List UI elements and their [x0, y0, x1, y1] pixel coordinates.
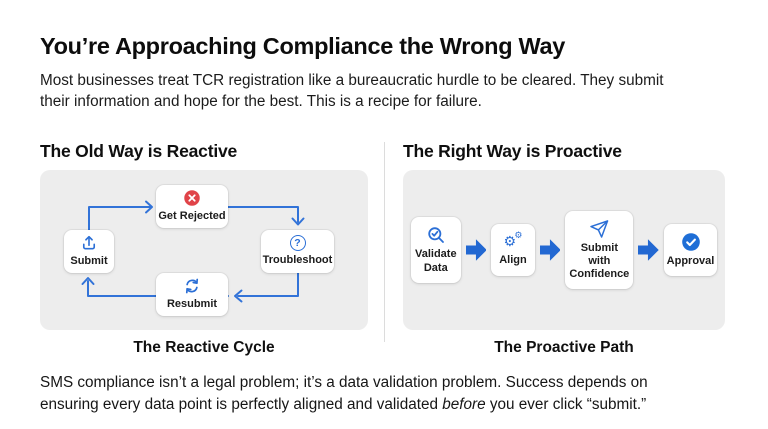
gear-glyph-small: ⚙ — [514, 231, 523, 242]
right-way-heading: The Right Way is Proactive — [403, 141, 622, 161]
question-glyph: ? — [294, 237, 301, 250]
reactive-cycle-panel: Submit Get Rejected ? Troubleshoot — [40, 170, 368, 330]
paper-plane-icon — [590, 219, 609, 238]
proactive-flow: Validate Data ⚙ ⚙ Align — [403, 170, 725, 330]
right-way-caption: The Proactive Path — [494, 339, 634, 356]
flow-arrow-icon — [465, 239, 487, 261]
upload-icon — [82, 236, 96, 250]
cycle-node-label: Submit — [70, 255, 108, 268]
step-label: Submit with Confidence — [569, 241, 630, 281]
step-submit-with-confidence: Submit with Confidence — [565, 210, 634, 290]
cycle-node-label: Resubmit — [166, 298, 218, 311]
refresh-icon — [185, 278, 199, 294]
subtitle-line-1: Most businesses treat TCR registration l… — [40, 72, 664, 89]
page-subtitle: Most businesses treat TCR registration l… — [40, 70, 664, 112]
step-label: Align — [499, 254, 527, 267]
column-divider — [384, 142, 385, 342]
cycle-node-get-rejected: Get Rejected — [156, 185, 228, 228]
page-title: You’re Approaching Compliance the Wrong … — [40, 33, 566, 59]
x-circle-icon — [184, 190, 200, 207]
step-validate-data: Validate Data — [411, 217, 461, 283]
check-circle-icon — [681, 233, 700, 251]
step-align: ⚙ ⚙ Align — [491, 224, 535, 276]
cycle-node-resubmit: Resubmit — [156, 273, 228, 316]
cycle-node-label: Troubleshoot — [262, 254, 333, 267]
footer-italic-word: before — [442, 395, 486, 413]
old-way-heading: The Old Way is Reactive — [40, 141, 238, 161]
step-approval: Approval — [664, 223, 718, 277]
footer-line-2-tail: you ever click “submit.” — [485, 395, 647, 413]
footer-line-2-lead: ensuring every data point is perfectly a… — [40, 395, 443, 413]
footer-line-2: ensuring every data point is perfectly a… — [40, 394, 648, 416]
subtitle-line-2: their information and hope for the best.… — [40, 93, 482, 110]
cycle-node-submit: Submit — [64, 230, 114, 273]
proactive-path-panel: Validate Data ⚙ ⚙ Align — [403, 170, 725, 330]
cycle-node-troubleshoot: ? Troubleshoot — [261, 230, 334, 273]
question-circle-icon: ? — [289, 235, 306, 252]
cycle-node-label: Get Rejected — [158, 210, 226, 223]
step-label: Validate Data — [415, 248, 457, 274]
gear-glyph-large: ⚙ — [503, 234, 517, 251]
step-label: Approval — [666, 254, 715, 267]
footer-statement: SMS compliance isn’t a legal problem; it… — [40, 372, 648, 415]
footer-line-1: SMS compliance isn’t a legal problem; it… — [40, 374, 648, 391]
flow-arrow-icon — [539, 239, 561, 261]
search-check-icon — [428, 227, 444, 244]
flow-arrow-icon — [638, 239, 660, 261]
old-way-section: The Old Way is Reactive Submit — [40, 141, 368, 357]
gears-icon: ⚙ ⚙ — [502, 232, 523, 251]
right-way-section: The Right Way is Proactive Validate Data — [403, 141, 725, 357]
old-way-caption: The Reactive Cycle — [133, 339, 275, 356]
